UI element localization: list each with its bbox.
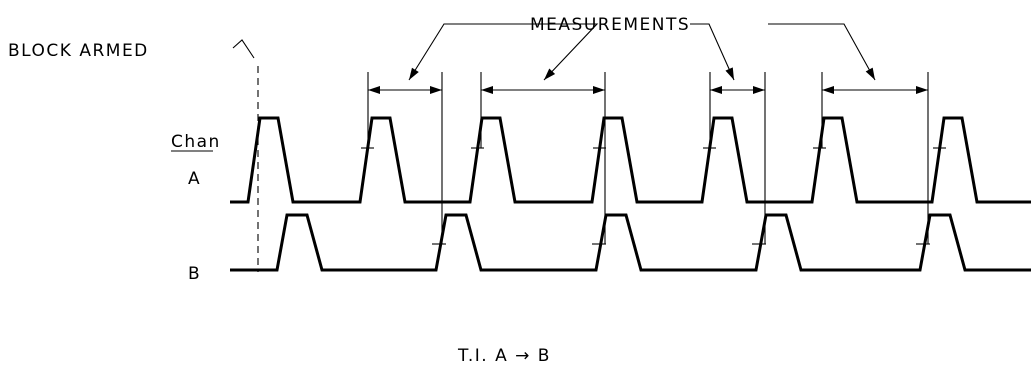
measurements-label: MEASUREMENTS xyxy=(530,15,690,35)
measurement-span xyxy=(480,72,606,244)
channel-a-waveform xyxy=(230,116,1031,204)
channel-b-waveform xyxy=(230,213,1031,272)
measurement-leader xyxy=(525,23,599,81)
chan-header: Chan xyxy=(171,132,221,152)
waveforms xyxy=(230,116,1031,272)
block-armed-label: BLOCK ARMED xyxy=(8,41,149,61)
block-armed-leader xyxy=(232,39,255,59)
measurement-span xyxy=(821,72,929,244)
measurement-span xyxy=(709,72,766,244)
measurement-span xyxy=(367,72,443,244)
measurement-leader xyxy=(690,23,735,81)
measurement-leader xyxy=(768,23,876,81)
measurement-markers xyxy=(361,23,946,245)
channel-b-label: B xyxy=(188,264,201,284)
measurement-leader xyxy=(408,23,525,81)
channel-a-label: A xyxy=(188,169,201,189)
caption: T.I. A → B xyxy=(457,346,551,366)
